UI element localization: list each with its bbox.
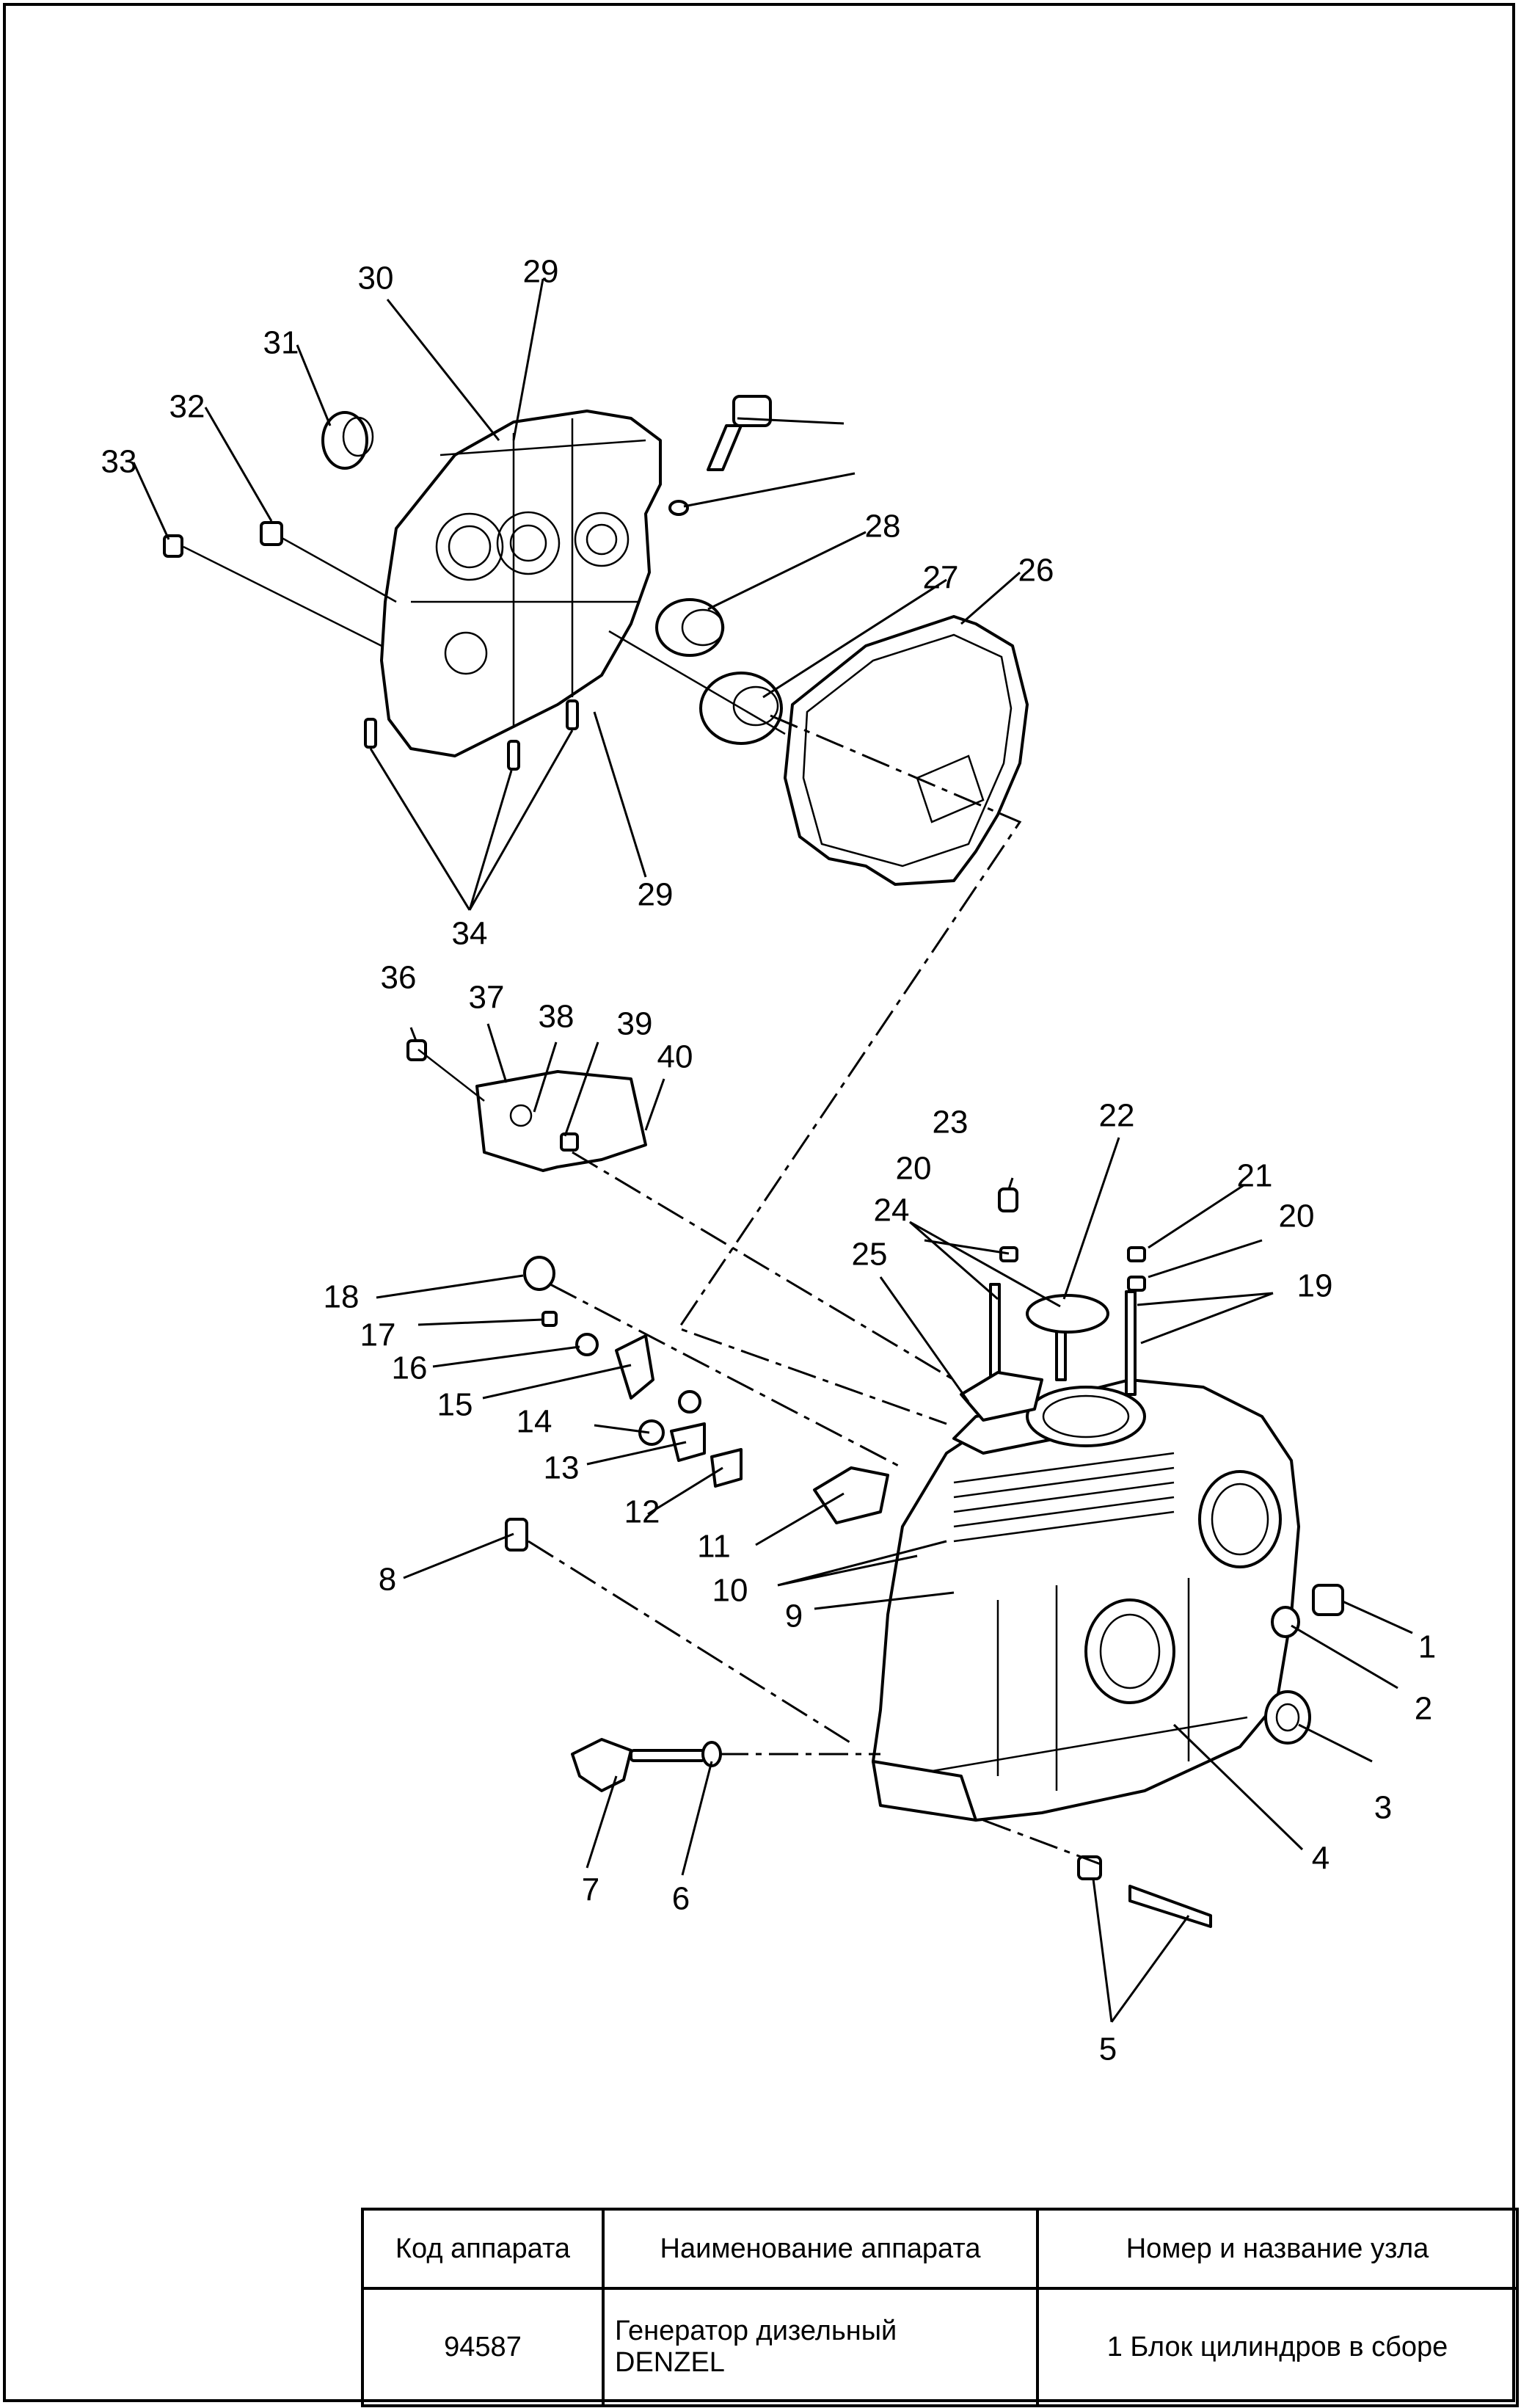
device-name-line1: Генератор дизельный — [615, 2316, 897, 2346]
left-parts-line — [550, 1283, 903, 1469]
callout-11: 11 — [697, 1529, 731, 1565]
callout-25: 25 — [852, 1237, 888, 1273]
callout-3: 3 — [1374, 1790, 1392, 1826]
exhaust-gasket-part — [960, 1371, 1043, 1422]
title-block-header-row: Код аппарата Наименование аппарата Номер… — [361, 2208, 1519, 2290]
callout-22: 22 — [1099, 1098, 1135, 1134]
oil-seal-part — [321, 411, 374, 470]
callout-32: 32 — [169, 389, 205, 425]
drain-line — [528, 1540, 852, 1745]
bolts-small — [163, 521, 579, 771]
device-code-value: 94587 — [361, 2287, 605, 2407]
callout-28: 28 — [865, 509, 901, 545]
callout-4: 4 — [1312, 1841, 1329, 1877]
callout-14: 14 — [517, 1404, 552, 1440]
title-block-value-row: 94587 Генератор дизельный DENZEL 1 Блок … — [361, 2287, 1519, 2407]
callout-17: 17 — [360, 1317, 396, 1353]
callout-20-upper: 20 — [896, 1151, 932, 1187]
left-small-parts — [505, 1256, 889, 1552]
callout-27: 27 — [923, 560, 959, 596]
callout-21: 21 — [1237, 1158, 1273, 1194]
assembly-line — [676, 714, 1022, 1425]
bolt-axis — [183, 531, 397, 647]
callout-16: 16 — [392, 1350, 428, 1386]
callout-24: 24 — [874, 1193, 910, 1229]
unit-name-value: 1 Блок цилиндров в сборе — [1036, 2287, 1519, 2407]
callout-19: 19 — [1297, 1268, 1333, 1304]
cylinder-block-part — [872, 1378, 1300, 1822]
device-name-value: Генератор дизельный DENZEL — [602, 2287, 1039, 2407]
callout-29-top: 29 — [523, 254, 559, 290]
gasket-part — [784, 615, 1029, 886]
callout-15: 15 — [437, 1387, 473, 1423]
drain-plug-line — [982, 1819, 1101, 1866]
callout-29-bottom: 29 — [638, 877, 674, 913]
callout-9: 9 — [785, 1598, 803, 1634]
callout-38: 38 — [539, 999, 575, 1035]
callout-labels: 1 2 3 4 5 6 7 8 9 10 11 12 13 14 15 16 1… — [101, 254, 1437, 2067]
rear-cover-part — [380, 410, 662, 757]
callout-34: 34 — [452, 916, 488, 952]
callout-39: 39 — [617, 1006, 653, 1042]
callout-31: 31 — [263, 325, 299, 361]
needle-bearing-part — [655, 598, 725, 657]
governor-part — [668, 395, 772, 516]
callout-18: 18 — [324, 1279, 360, 1315]
header-unit-name: Номер и название узла — [1036, 2208, 1519, 2290]
callout-36: 36 — [381, 960, 417, 996]
callout-2: 2 — [1415, 1691, 1432, 1727]
bearing-axis — [608, 630, 786, 735]
callout-13: 13 — [544, 1450, 580, 1486]
callout-1: 1 — [1418, 1629, 1436, 1665]
breather-line — [572, 1151, 955, 1381]
callout-8: 8 — [379, 1562, 396, 1598]
callout-37: 37 — [469, 980, 505, 1016]
callout-5: 5 — [1099, 2031, 1117, 2067]
callout-26: 26 — [1018, 553, 1054, 589]
leader-lines — [132, 278, 1413, 2023]
callout-40: 40 — [657, 1039, 693, 1075]
title-block: Код аппарата Наименование аппарата Номер… — [361, 2208, 1519, 2407]
callout-10: 10 — [712, 1573, 748, 1609]
callout-33: 33 — [101, 444, 137, 480]
breather-cover-part — [475, 1070, 647, 1172]
device-name-line2: DENZEL — [615, 2347, 725, 2378]
callout-12: 12 — [624, 1494, 660, 1530]
breather-bolt — [406, 1039, 427, 1061]
right-small-parts — [1077, 1584, 1344, 1928]
callout-23: 23 — [933, 1105, 969, 1141]
header-device-name: Наименование аппарата — [602, 2208, 1039, 2290]
dipstick-part — [571, 1738, 722, 1792]
callout-20-right: 20 — [1279, 1198, 1315, 1234]
callout-30: 30 — [358, 261, 394, 297]
callout-7: 7 — [582, 1872, 599, 1908]
o-ring-part — [1026, 1294, 1109, 1334]
callout-6: 6 — [672, 1881, 690, 1917]
breather-bolt-axis — [417, 1049, 485, 1102]
cylinder-studs — [989, 1187, 1146, 1396]
header-device-code: Код аппарата — [361, 2208, 605, 2290]
